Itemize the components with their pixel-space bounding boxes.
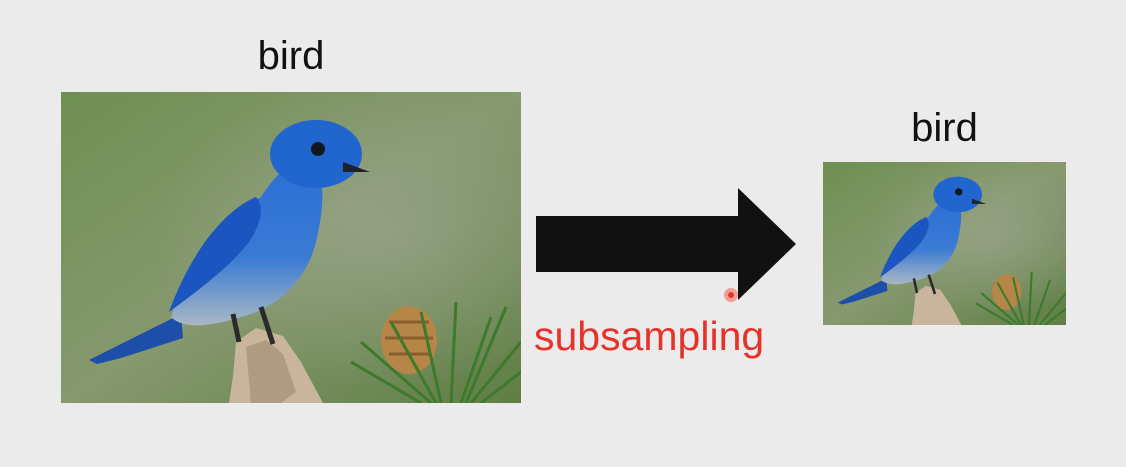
original-image-label: bird [257,34,325,78]
subsampling-caption: subsampling [534,313,765,359]
original-bird-photo [61,92,521,403]
bird-illustration-small [823,162,1066,325]
bird-illustration-large [61,92,521,403]
subsampled-image-label: bird [911,106,978,150]
subsampled-bird-photo [823,162,1066,325]
laser-pointer-icon [724,288,738,302]
right-arrow-icon [536,188,796,300]
